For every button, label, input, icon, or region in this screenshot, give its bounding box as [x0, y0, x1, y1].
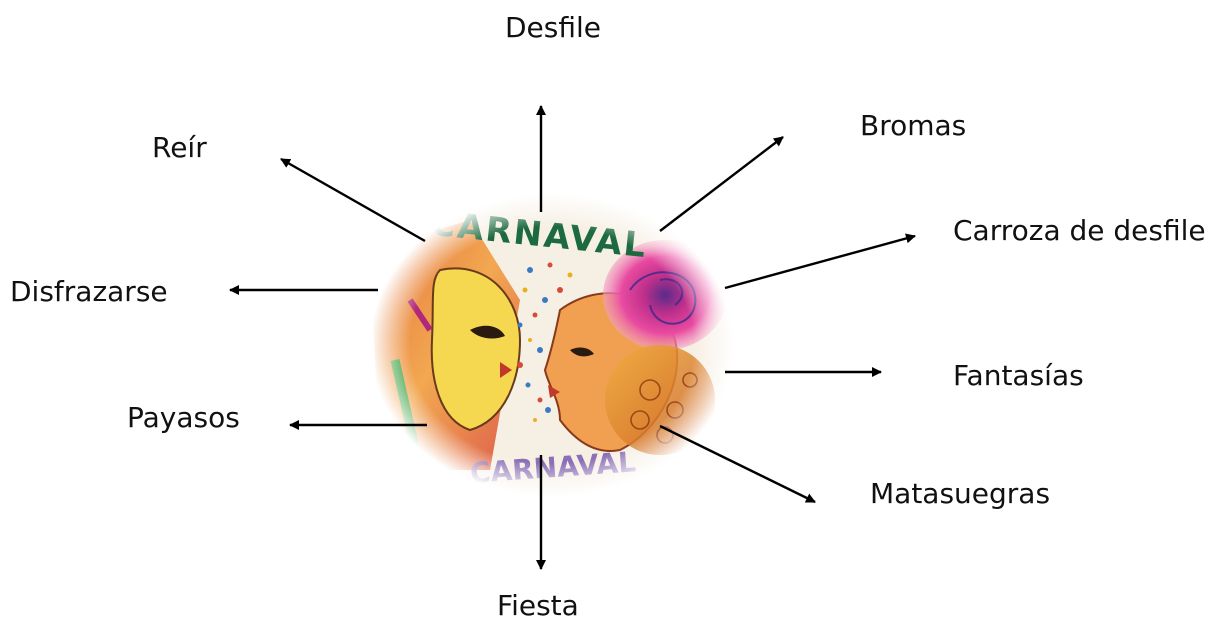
label-fantasias: Fantasías [953, 362, 1084, 390]
carnaval-artwork: CARNAVAL CARNAVAL [360, 180, 740, 500]
label-desfile: Desfile [505, 14, 601, 42]
label-fiesta: Fiesta [497, 592, 579, 620]
label-bromas: Bromas [860, 112, 966, 140]
label-reir: Reír [152, 134, 207, 162]
label-carroza-de-desfile: Carroza de desfile [953, 217, 1206, 245]
label-matasuegras: Matasuegras [870, 480, 1050, 508]
label-payasos: Payasos [127, 404, 240, 432]
label-disfrazarse: Disfrazarse [10, 278, 168, 306]
arrow-carroza [725, 236, 915, 288]
